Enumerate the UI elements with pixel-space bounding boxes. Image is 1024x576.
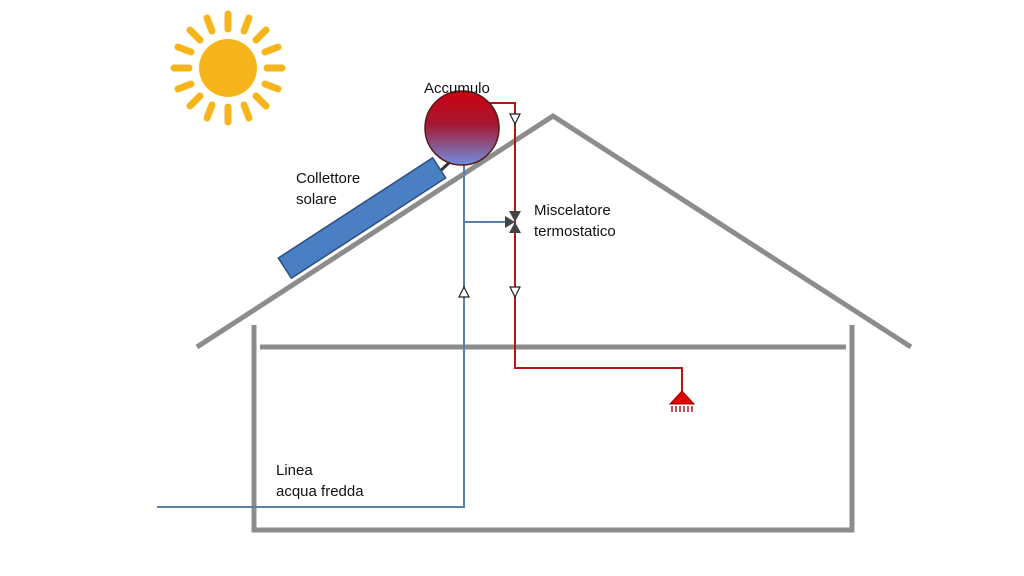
mixer-label-line: termostatico xyxy=(534,223,616,240)
storage-tank xyxy=(424,90,500,166)
cold-line-label: Linea acqua fredda xyxy=(276,460,364,502)
cold-line-label-line: acqua fredda xyxy=(276,483,364,500)
collector-label: Collettore solare xyxy=(296,168,360,210)
flow-arrow-up-icon xyxy=(458,285,470,298)
collector-label-line: Collettore xyxy=(296,170,361,187)
cold-line-label-line: Linea xyxy=(276,462,313,479)
walls xyxy=(251,325,855,533)
flow-arrow-down-icon xyxy=(509,286,521,299)
mixer-label-line: Miscelatore xyxy=(534,202,611,219)
tank-label: Accumulo xyxy=(424,80,490,97)
mixer-label: Miscelatore termostatico xyxy=(534,200,616,242)
sun-icon xyxy=(170,10,286,126)
cold-water-pipe xyxy=(157,160,465,508)
collector-label-line: solare xyxy=(296,191,337,208)
shower-head-icon xyxy=(668,390,696,412)
mixer-valve-icon xyxy=(505,211,521,233)
flow-arrow-down-icon xyxy=(509,113,521,126)
house-outline xyxy=(195,113,913,533)
hot-water-pipe xyxy=(478,102,683,392)
roof xyxy=(195,113,913,350)
